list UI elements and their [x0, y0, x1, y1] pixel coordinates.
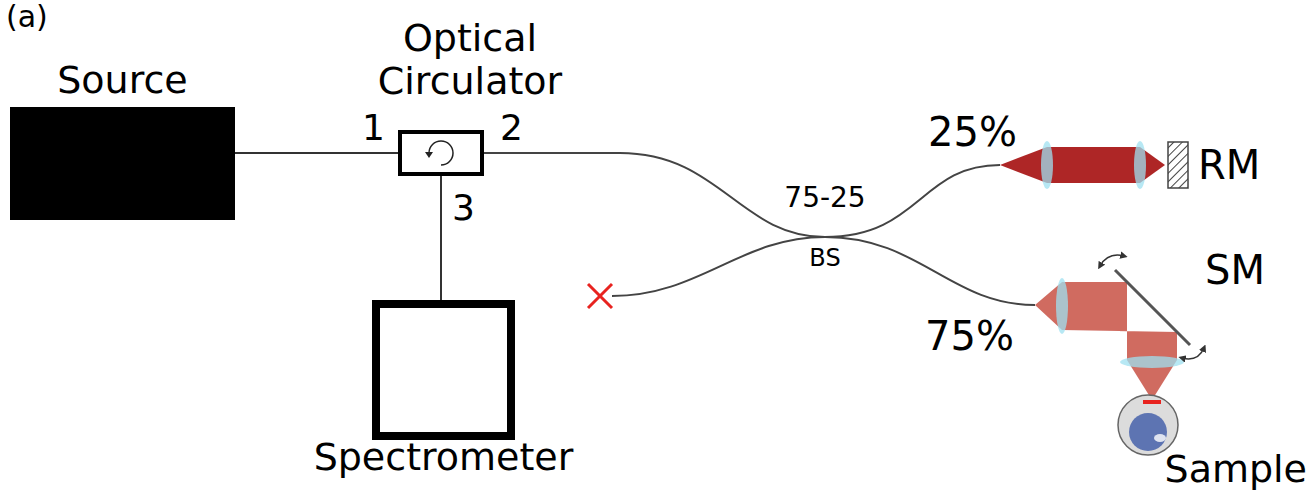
heading-holder: Spectrometer: [274, 436, 614, 480]
sample-feature: [1154, 434, 1166, 442]
reference-mirror: [1168, 142, 1188, 188]
spectrometer-box: Spectrometer: [372, 300, 515, 440]
circulator-box: Optical Circulator: [398, 130, 484, 176]
circulator-arc: [429, 141, 453, 165]
lens: [1120, 356, 1184, 368]
label-holder: 75%: [925, 316, 1014, 356]
sample-tissue: [1129, 413, 1167, 451]
heading-holder: Optical Circulator: [355, 17, 585, 104]
source-block: Source: [10, 107, 235, 220]
node-heading: Source: [0, 59, 253, 103]
arm-fraction: 75%: [925, 313, 1014, 359]
mirror-name: RM: [1198, 142, 1260, 188]
circulator-symbol: [402, 134, 480, 172]
label-holder: 2: [500, 110, 523, 146]
sample-outline: [1118, 395, 1178, 455]
label-holder: 75-25: [784, 184, 865, 212]
rotation-arrow: [1182, 348, 1204, 359]
port-number: 2: [500, 107, 523, 148]
rotation-arrow: [1100, 255, 1124, 266]
label-holder: 3: [452, 190, 475, 226]
lens: [1056, 278, 1068, 334]
label-holder: BS: [809, 246, 840, 270]
circulator-arrowhead: [425, 152, 433, 158]
node-heading: Spectrometer: [274, 436, 614, 480]
art-line: [588, 284, 612, 308]
heading-holder: Source: [0, 59, 253, 103]
art-line: [588, 284, 612, 308]
mirror-name: SM: [1205, 247, 1265, 293]
lens: [1134, 141, 1146, 189]
label-holder: 25%: [928, 112, 1017, 152]
node-heading: Optical Circulator: [355, 17, 585, 104]
scanning-mirror: [1115, 270, 1190, 345]
coupler-name: BS: [809, 244, 840, 272]
panel-letter: (a): [6, 0, 48, 34]
fiber-lower: [612, 237, 1035, 305]
fiber-link: [235, 152, 398, 154]
label-holder: Sample: [1165, 450, 1307, 488]
lens: [1041, 141, 1053, 189]
arm-fraction: 25%: [928, 109, 1017, 155]
label-holder: RM: [1198, 145, 1260, 185]
fiber-upper: [484, 153, 1000, 237]
label-holder: SM: [1205, 250, 1265, 290]
port-number: 3: [452, 187, 475, 228]
sample-name: Sample: [1165, 447, 1307, 491]
label-holder: (a): [6, 2, 48, 32]
label-holder: 1: [362, 110, 385, 146]
termination-mark: [588, 284, 612, 308]
fiber-link: [440, 176, 442, 300]
split-ratio: 75-25: [784, 181, 865, 214]
sample-focus: [1143, 400, 1161, 404]
port-number: 1: [362, 107, 385, 148]
